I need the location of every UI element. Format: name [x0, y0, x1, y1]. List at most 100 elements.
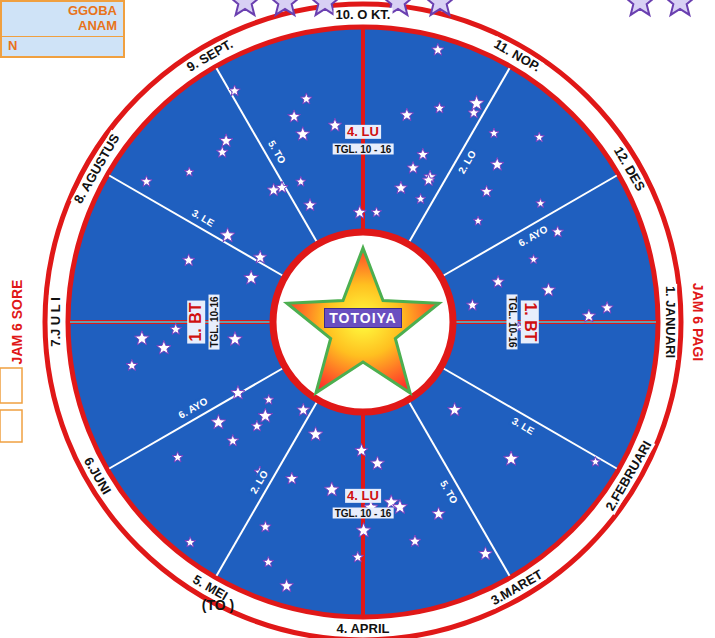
star-title: TOTOIYA [324, 308, 401, 328]
decor-star [276, 181, 288, 193]
decor-star [270, 0, 300, 15]
spoke-line [443, 176, 617, 277]
decor-star [356, 523, 371, 537]
decor-star [490, 158, 503, 171]
decor-star [469, 95, 484, 109]
decor-star [141, 176, 152, 187]
decor-star [489, 128, 499, 138]
decor-star [582, 309, 595, 322]
decor-star [400, 108, 413, 120]
decor-star [481, 185, 493, 196]
month-label: 1. JANUARI [663, 284, 677, 360]
decor-star [432, 43, 444, 55]
season-label: 1. BT [521, 300, 539, 343]
decor-star [466, 299, 478, 310]
spoke-line [443, 368, 617, 469]
decor-star [407, 162, 419, 174]
note-label: (TO ) [200, 598, 236, 613]
decor-star [552, 226, 564, 237]
decor-star [184, 167, 194, 176]
center-star: TOTOIYA [278, 237, 448, 407]
decor-star [415, 194, 425, 204]
decor-star [288, 110, 301, 122]
decor-star [185, 537, 196, 547]
decor-star [135, 331, 150, 345]
axis-line [455, 321, 656, 323]
decor-star [227, 435, 239, 446]
decor-star [422, 174, 435, 186]
decor-star [258, 408, 273, 422]
decor-star [625, 0, 655, 15]
decor-star [253, 250, 266, 263]
date-label: TGL. 10-16 [507, 294, 518, 349]
spoke-line [409, 68, 510, 242]
decor-star [308, 427, 323, 441]
decor-star [296, 176, 306, 186]
decor-star [425, 0, 455, 15]
decor-star [157, 340, 171, 354]
decor-star [590, 457, 600, 467]
axis-line [70, 321, 271, 323]
decor-star [432, 507, 445, 520]
decor-star [371, 207, 381, 217]
decor-star [229, 85, 240, 96]
decor-star [355, 444, 368, 457]
decor-star [244, 270, 259, 284]
decor-star [211, 415, 226, 429]
date-label: TGL. 10 - 16 [333, 508, 394, 519]
decor-star [286, 472, 298, 484]
spoke-line [217, 402, 318, 576]
side-box [0, 410, 22, 442]
decor-star [536, 198, 546, 207]
date-label: TGL. 10-16 [209, 294, 220, 349]
decor-star [216, 146, 228, 157]
title-panel: GGOBA ANAMN [0, 0, 125, 58]
star-shape [287, 248, 439, 393]
decor-star [231, 386, 245, 399]
spoke-line [109, 368, 283, 469]
decor-star [170, 323, 182, 334]
decor-star [182, 254, 194, 266]
month-label: 4. APRIL [335, 622, 392, 636]
blue-disk [68, 27, 658, 617]
decor-star [296, 127, 310, 141]
decor-star [370, 456, 384, 469]
decor-star [219, 134, 232, 147]
season-label: 4. LU [345, 489, 381, 503]
decor-star [301, 93, 313, 104]
decor-star [172, 452, 183, 462]
decor-star [448, 403, 462, 416]
decor-star [601, 302, 613, 314]
decor-star [297, 403, 310, 415]
decor-star [395, 181, 408, 193]
season-label: 4. LU [345, 125, 381, 139]
time-label: JAM 6 SORE [10, 278, 25, 367]
spoke-line [217, 68, 318, 242]
panel-text: N [2, 36, 123, 56]
axis-line [455, 320, 656, 324]
decor-star [504, 451, 519, 465]
inner-ring [273, 232, 453, 412]
decor-star [263, 557, 274, 567]
decor-star [479, 547, 493, 560]
month-label: 7.J U L I [49, 295, 63, 349]
outer-ring [45, 4, 681, 638]
axis-line [70, 320, 271, 324]
decor-star [542, 283, 556, 296]
decor-star [280, 579, 294, 592]
spoke-line [409, 402, 510, 576]
side-box [0, 368, 22, 403]
decor-star [264, 394, 274, 404]
decor-star [324, 482, 339, 496]
decor-star [417, 148, 429, 159]
time-label: JAM 6 PAGI [689, 281, 704, 363]
month-label: 10. O KT. [334, 8, 393, 22]
decor-star [126, 359, 138, 370]
decoration [70, 29, 656, 615]
decor-star [328, 118, 341, 131]
decor-star [304, 199, 317, 211]
decor-star [665, 0, 695, 15]
season-label: 1. BT [187, 300, 205, 343]
decor-star [228, 332, 243, 346]
